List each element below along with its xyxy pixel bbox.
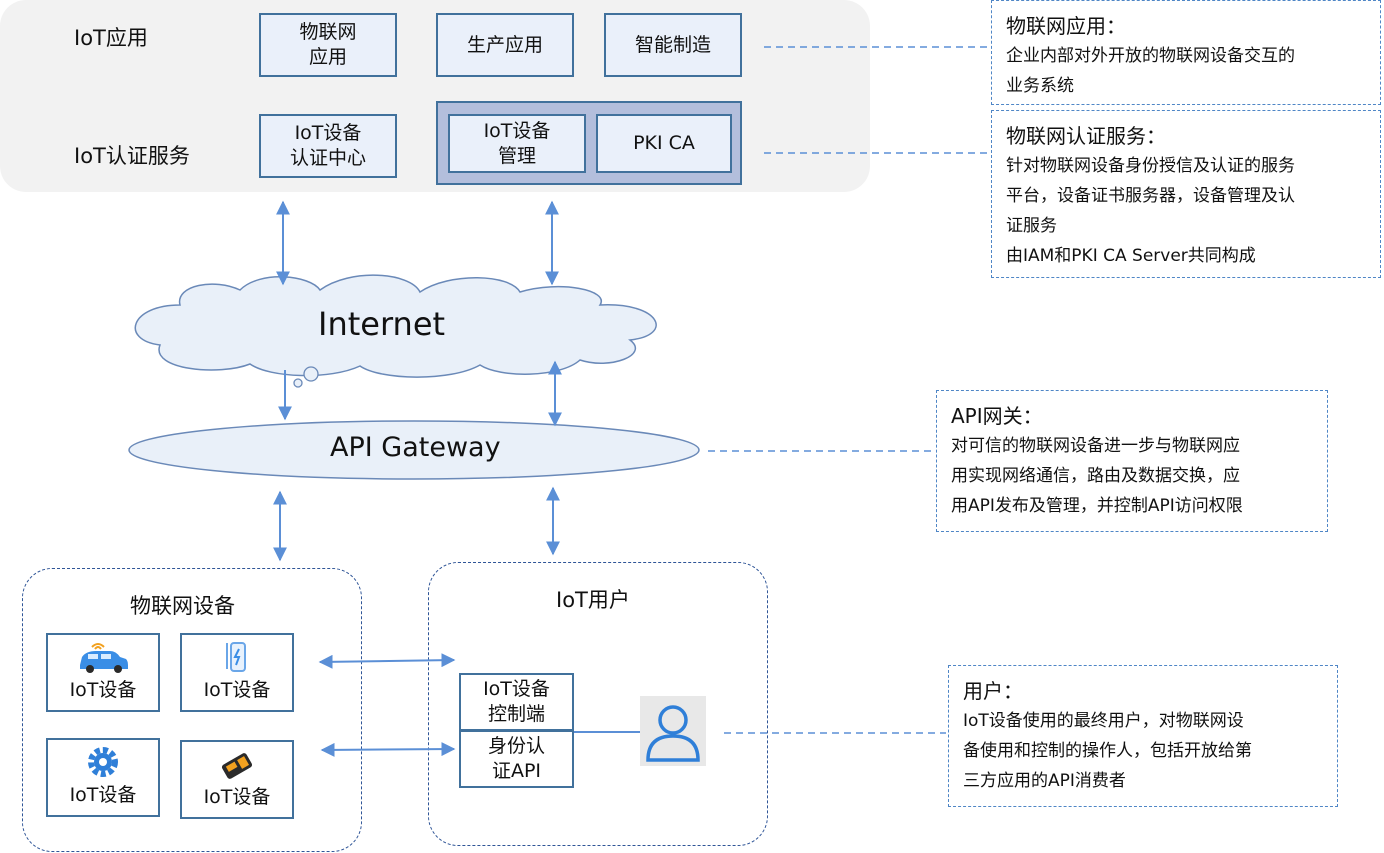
charger-icon [182,639,292,681]
identity-api-box[interactable]: 身份认 证API [459,730,574,788]
pki-ca-box[interactable]: PKI CA [596,114,732,173]
iot-users-group-title: IoT用户 [556,588,630,612]
note-iot-auth: 物联网认证服务： 针对物联网设备身份授信及认证的服务 平台，设备证书服务器，设备… [991,110,1381,278]
production-app-box[interactable]: 生产应用 [436,13,574,77]
iot-devices-group-title: 物联网设备 [130,594,235,618]
iot-app-box[interactable]: 物联网 应用 [259,13,397,77]
user-icon [640,696,706,766]
smart-manufacturing-box[interactable]: 智能制造 [604,13,742,77]
layer-label-iot-auth: IoT认证服务 [74,144,190,168]
iot-device-charger[interactable]: IoT设备 [180,633,294,712]
device-label: IoT设备 [203,786,271,808]
iot-device-car[interactable]: IoT设备 [46,633,160,712]
note-user-title: 用户： [963,679,1023,703]
note-iot-auth-title: 物联网认证服务： [1006,124,1166,148]
device-label: IoT设备 [203,679,271,701]
car-icon [48,639,158,679]
note-api-gateway-body: 对可信的物联网设备进一步与物联网应 用实现网络通信，路由及数据交换，应 用API… [951,436,1243,516]
device-label: IoT设备 [69,679,137,701]
iot-device-gear[interactable]: IoT设备 [46,738,160,817]
note-user-body: IoT设备使用的最终用户，对物联网设 备使用和控制的操作人，包括开放给第 三方应… [963,711,1252,791]
iot-device-handheld[interactable]: IoT设备 [180,740,294,819]
handheld-device-icon [182,746,292,790]
internet-label: Internet [318,305,446,343]
note-iot-auth-body: 针对物联网设备身份授信及认证的服务 平台，设备证书服务器，设备管理及认 证服务 … [1006,156,1295,266]
api-gateway-label: API Gateway [330,432,501,463]
note-iot-app-body: 企业内部对外开放的物联网设备交互的 业务系统 [1006,46,1295,96]
note-user: 用户： IoT设备使用的最终用户，对物联网设 备使用和控制的操作人，包括开放给第… [948,665,1338,807]
device-auth-center-box[interactable]: IoT设备 认证中心 [259,114,397,178]
device-control-box[interactable]: IoT设备 控制端 [459,673,574,731]
device-label: IoT设备 [69,784,137,806]
gear-icon [48,744,158,784]
note-iot-app: 物联网应用： 企业内部对外开放的物联网设备交互的 业务系统 [991,0,1381,105]
device-management-box[interactable]: IoT设备 管理 [448,114,586,173]
layer-label-iot-app: IoT应用 [74,26,148,50]
note-api-gateway-title: API网关： [951,404,1043,428]
note-iot-app-title: 物联网应用： [1006,14,1126,38]
note-api-gateway: API网关： 对可信的物联网设备进一步与物联网应 用实现网络通信，路由及数据交换… [936,390,1328,532]
